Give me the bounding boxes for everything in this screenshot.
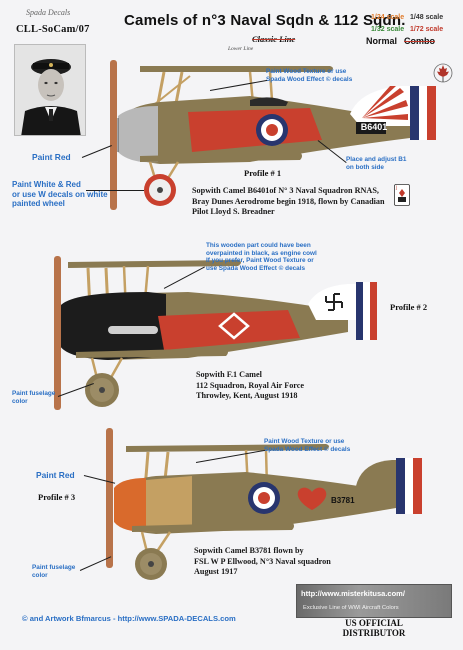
distributor-banner: http://www.misterkitusa.com/ Exclusive L…	[296, 584, 452, 618]
profile-1-caption-line-2: Bray Dunes Aerodrome begin 1918, flown b…	[192, 196, 385, 206]
profile-2-aircraft	[54, 256, 377, 410]
profile-2-fuselage-note: Paint fuselage color	[12, 390, 55, 405]
profile-2-label: Profile # 2	[390, 302, 428, 312]
svg-text:J: J	[395, 185, 397, 190]
profile-2-wood-note-line-4: use Spada Wood Effect © decals	[206, 264, 306, 272]
distributor-label-line-1: US OFFICIAL	[345, 618, 403, 628]
profile-3-serial: B3781	[330, 496, 356, 505]
profile-1-wood-note: Paint Wood Texture or use Spada Wood Eff…	[266, 68, 352, 83]
profile-3-caption-line-3: August 1917	[194, 567, 238, 576]
profile-1-wheel-note-line-2: or use W decals on white	[12, 189, 108, 199]
distributor-exclusive: Exclusive Line of WWI Aircraft Colors	[303, 605, 399, 611]
profile-2-caption-line-3: Throwley, Kent, August 1918	[196, 391, 298, 400]
maple-leaf-icon	[433, 63, 453, 83]
profile-3-wood-note-line-2: Spada Wood Effect © decals	[264, 445, 351, 453]
distributor-url: http://www.misterkitusa.com/	[301, 589, 405, 598]
profile-1-wheel-leader	[86, 190, 144, 191]
playing-card-icon: J	[394, 184, 410, 206]
profile-1-wheel-note-line-1: Paint White & Red	[12, 180, 81, 189]
scale-1-72: 1/72 scale	[410, 26, 444, 33]
profile-2-wood-note: This wooden part could have been overpai…	[206, 242, 317, 272]
lower-line-label: Lower Line	[228, 46, 254, 52]
profile-2-wood-note-line-2: overpainted in black, as engine cowl	[206, 249, 317, 257]
code-label: CLL-SoCam/07	[16, 24, 90, 35]
profile-1-caption-line-1: Sopwith Camel B6401of N° 3 Naval Squadro…	[192, 186, 379, 195]
normal-label: Normal	[366, 36, 398, 46]
distributor-label-line-2: DISTRIBUTOR	[342, 628, 406, 638]
profile-2-wood-note-line-3: If you prefer, Paint Wood Texture or	[206, 257, 314, 265]
profile-3-aircraft	[106, 428, 422, 580]
profile-2-caption: Sopwith F.1 Camel 112 Squadron, Royal Ai…	[196, 370, 304, 402]
scale-1-24: 1/24 scale	[371, 14, 405, 21]
profile-1-paint-red: Paint Red	[32, 152, 71, 162]
profile-2-caption-line-2: 112 Squadron, Royal Air Force	[196, 380, 305, 390]
profile-3-fuselage-note-line-2: color	[32, 571, 48, 579]
pilot-portrait	[14, 44, 86, 136]
pilot-portrait-image	[15, 45, 85, 135]
profile-3-caption-line-2: FSL W P Ellwood, N°3 Naval squadron	[194, 556, 331, 566]
profile-1-wheel-note-line-3: painted wheel	[12, 199, 65, 209]
signature: Spada Decals	[26, 8, 71, 17]
profile-2-fuselage-note-line-2: color	[12, 397, 28, 405]
profile-3-fuselage-note: Paint fuselage color	[32, 564, 75, 579]
profile-1-wheel-note: Paint White & Red or use W decals on whi…	[12, 180, 108, 209]
profile-3-fuselage-note-line-1: Paint fuselage	[32, 564, 76, 571]
profile-1-wood-note-line-1: Paint Wood Texture or use	[266, 68, 347, 75]
scale-1-32: 1/32 scale	[371, 26, 405, 33]
page-title: Camels of n°3 Naval Sqdn & 112 Sqdn.	[124, 12, 406, 29]
copyright-footer: © and Artwork Bfmarcus - http://www.SPAD…	[22, 614, 236, 623]
profile-2-fuselage-note-line-1: Paint fuselage	[12, 390, 56, 397]
profile-3-label: Profile # 3	[38, 492, 76, 502]
profile-1-serial: B6401	[360, 122, 388, 132]
profile-2-caption-line-1: Sopwith F.1 Camel	[196, 370, 262, 379]
profile-3-caption-line-1: Sopwith Camel B3781 flown by	[194, 546, 304, 555]
distributor-label: US OFFICIAL DISTRIBUTOR	[296, 618, 452, 638]
profile-1-aircraft	[110, 60, 436, 210]
profile-1-label: Profile # 1	[244, 168, 282, 178]
profile-3-wood-note: Paint Wood Texture or use Spada Wood Eff…	[264, 438, 350, 453]
profile-3-caption: Sopwith Camel B3781 flown by FSL W P Ell…	[194, 546, 331, 578]
profile-1-place-note-line-2: on both side	[346, 163, 384, 171]
profile-1-caption-line-3: Pilot Lloyd S. Breadner	[192, 207, 275, 216]
scale-1-48: 1/48 scale	[410, 14, 444, 21]
profile-3-paint-red: Paint Red	[36, 470, 75, 480]
line-label: Classic Line	[252, 34, 296, 44]
profile-1-caption: Sopwith Camel B6401of N° 3 Naval Squadro…	[192, 186, 385, 218]
profile-1-wood-note-line-2: Spada Wood Effect © decals	[266, 75, 353, 83]
combo-label: Combo	[404, 36, 435, 46]
profile-1-place-note-line-1: Place and adjust B1	[346, 156, 407, 163]
profile-3-wood-note-line-1: Paint Wood Texture or use	[264, 438, 345, 445]
profile-2-wood-note-line-1: This wooden part could have been	[206, 242, 311, 249]
profile-1-place-note: Place and adjust B1 on both side	[346, 156, 406, 171]
